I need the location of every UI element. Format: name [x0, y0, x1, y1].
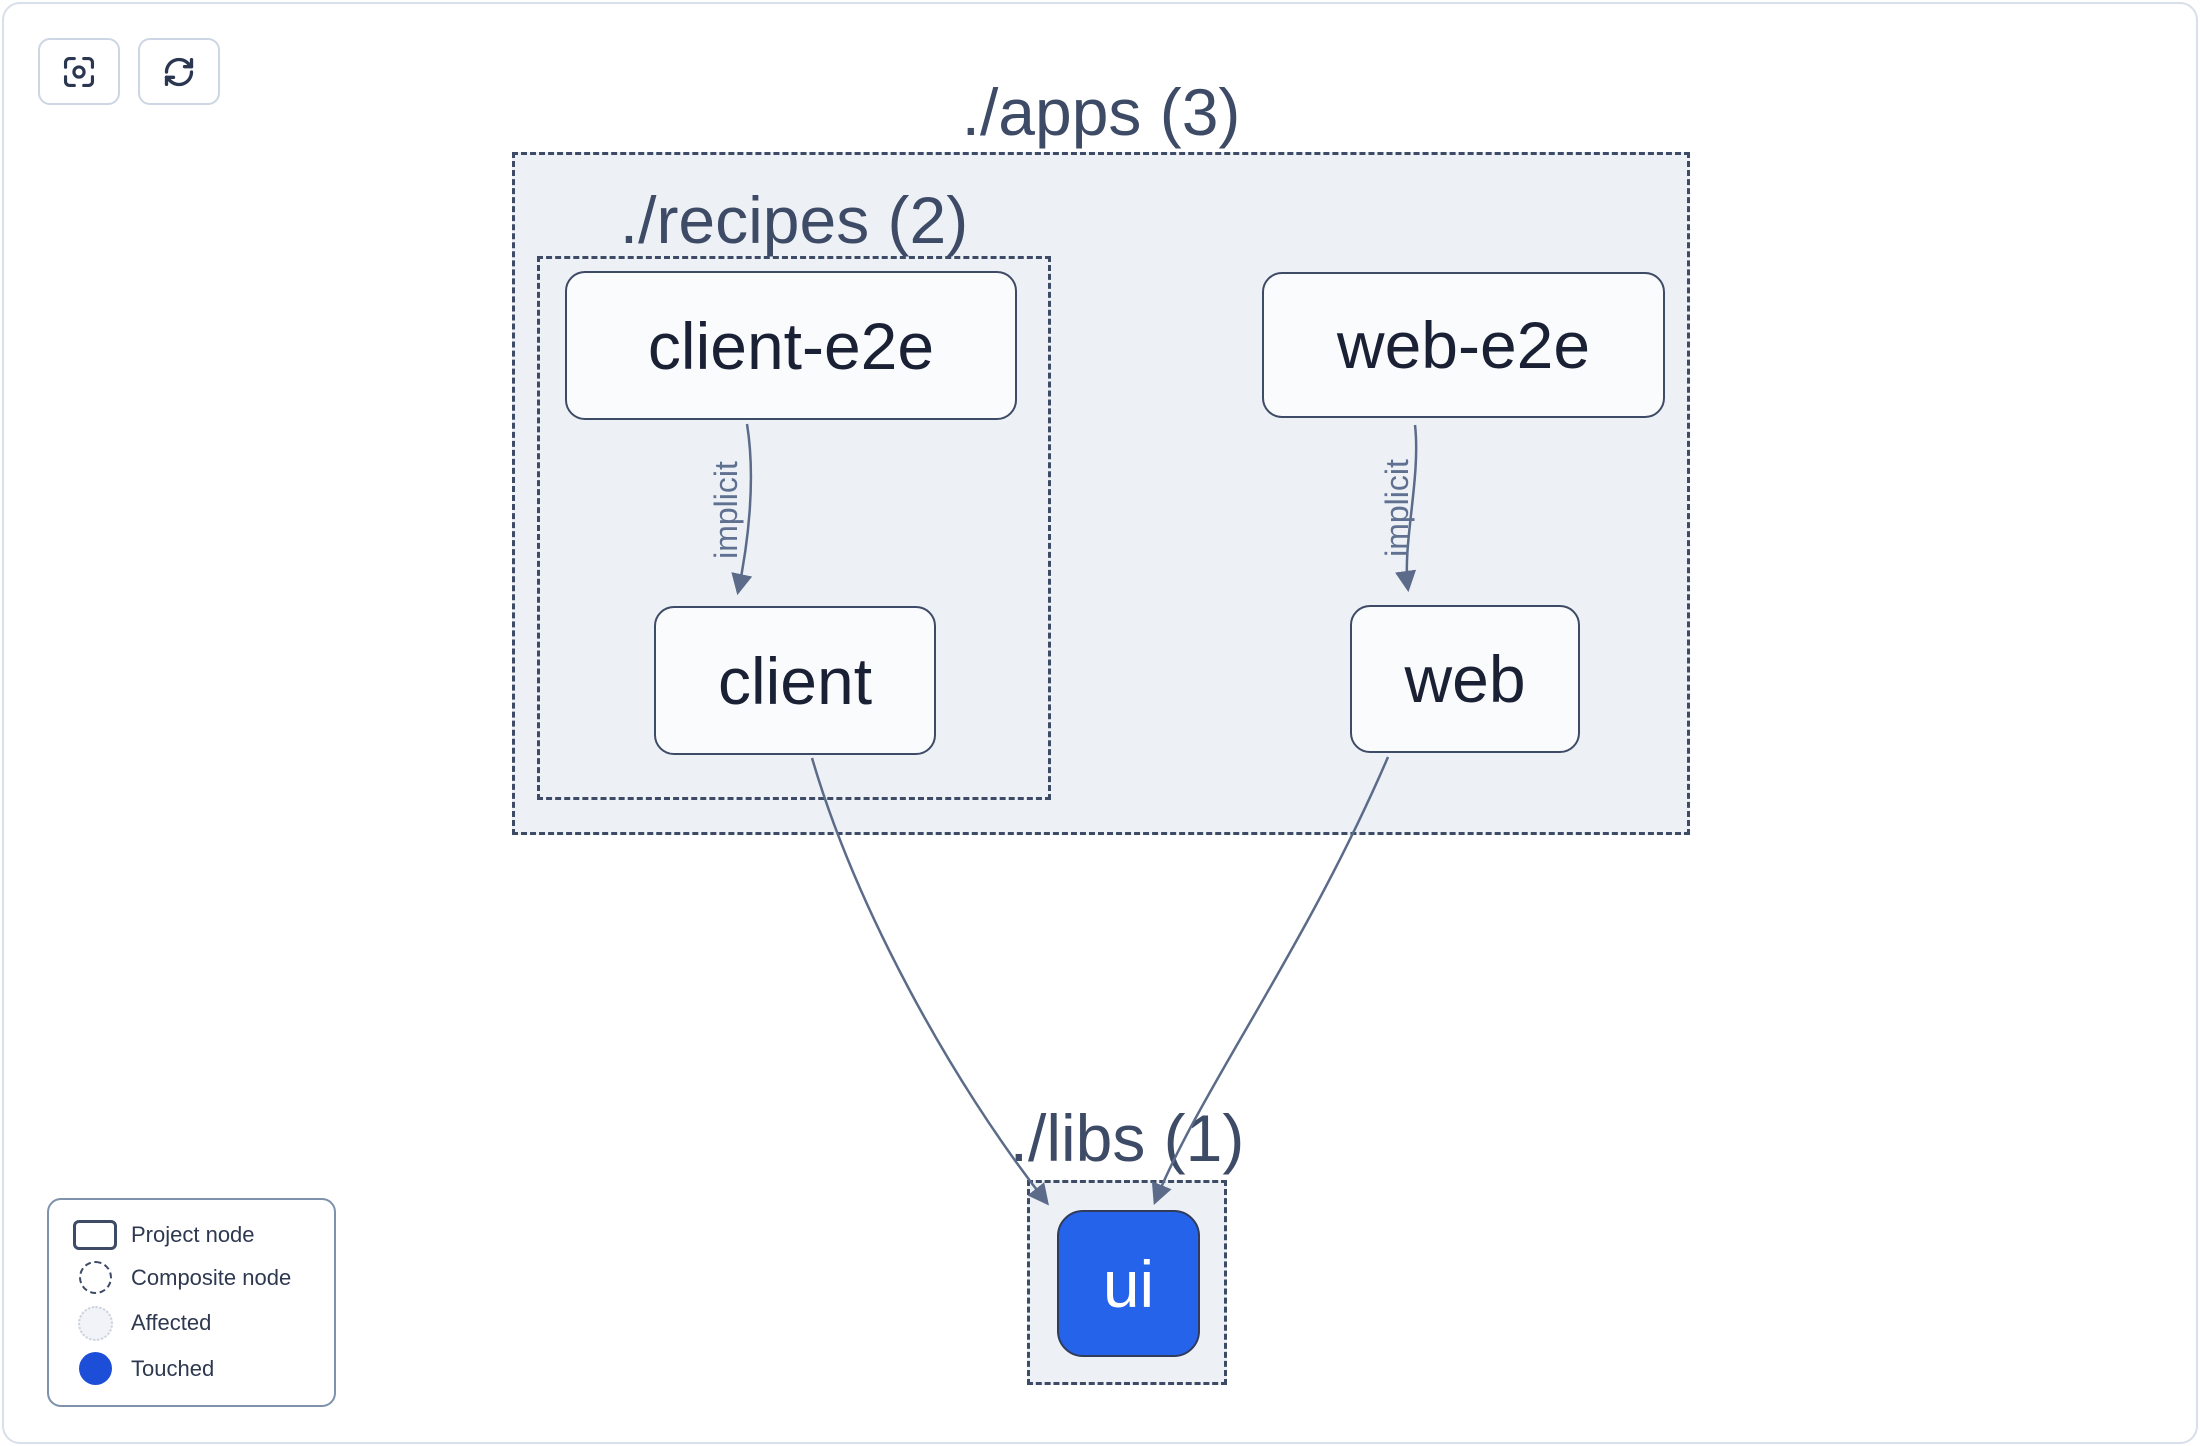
project-node-web[interactable]: web	[1350, 605, 1580, 753]
legend-label: Composite node	[131, 1264, 292, 1290]
group-apps-label: ./apps (3)	[961, 75, 1241, 149]
composite-node-swatch-icon	[78, 1261, 112, 1295]
project-node-client[interactable]: client	[654, 606, 936, 755]
legend-label: Project node	[131, 1221, 255, 1247]
reset-focus-button[interactable]	[38, 38, 120, 105]
legend-label: Affected	[131, 1310, 212, 1336]
legend-item-project-node: Project node	[59, 1219, 324, 1250]
affected-swatch-icon	[77, 1305, 113, 1341]
touched-swatch-icon	[78, 1352, 112, 1386]
legend-item-touched: Touched	[59, 1352, 324, 1386]
legend: Project node Composite node Affected Tou…	[47, 1198, 336, 1407]
group-recipes-label: ./recipes (2)	[619, 183, 969, 257]
group-libs-label: ./libs (1)	[1009, 1101, 1245, 1175]
legend-item-composite-node: Composite node	[59, 1261, 324, 1295]
refresh-arrows-icon	[164, 57, 194, 86]
project-node-ui-touched[interactable]: ui	[1057, 1210, 1200, 1357]
legend-label: Touched	[131, 1355, 215, 1381]
project-node-client-e2e[interactable]: client-e2e	[565, 271, 1017, 420]
refresh-graph-button[interactable]	[138, 38, 220, 105]
focus-crosshair-icon	[63, 56, 95, 87]
project-node-web-e2e[interactable]: web-e2e	[1262, 272, 1665, 418]
legend-item-affected: Affected	[59, 1305, 324, 1341]
project-node-swatch-icon	[73, 1219, 117, 1250]
